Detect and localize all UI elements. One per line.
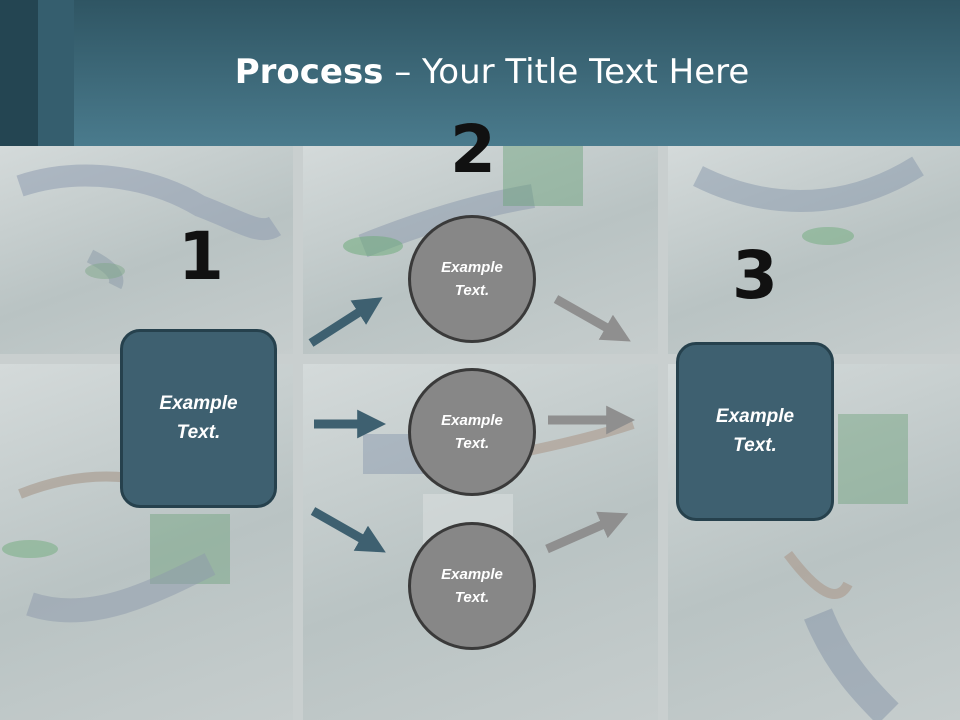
slide-title: Process – Your Title Text Here xyxy=(0,52,960,92)
title-rest: – Your Title Text Here xyxy=(383,52,750,92)
step-3-text: Example Text. xyxy=(715,406,795,456)
step-number-2: 2 xyxy=(450,111,496,188)
arrow-from-item-1 xyxy=(553,295,631,342)
header-accent-strip xyxy=(0,0,38,146)
step-2-item-1-text: Example Text. xyxy=(441,258,503,299)
step-2-item-3-circle: Example Text. xyxy=(408,522,536,650)
step-1-box: Example Text. xyxy=(120,329,277,508)
arrow-to-item-3 xyxy=(310,507,386,553)
arrow-from-item-3 xyxy=(545,511,629,554)
step-2-item-2-circle: Example Text. xyxy=(408,368,536,496)
step-2-item-1-circle: Example Text. xyxy=(408,215,536,343)
step-3-box: Example Text. xyxy=(676,342,834,521)
title-bar: Process – Your Title Text Here xyxy=(0,0,960,146)
step-number-1: 1 xyxy=(178,218,224,295)
step-2-item-3-text: Example Text. xyxy=(441,565,503,606)
title-bold: Process xyxy=(234,52,384,92)
photo-panel-top-left xyxy=(0,146,293,354)
step-number-3: 3 xyxy=(732,237,778,314)
step-1-text: Example Text. xyxy=(159,393,238,443)
step-2-item-2-text: Example Text. xyxy=(441,411,503,452)
photo-panel-top-right xyxy=(668,146,960,354)
header-accent-strip-light xyxy=(38,0,74,146)
arrow-to-item-1 xyxy=(308,297,383,347)
